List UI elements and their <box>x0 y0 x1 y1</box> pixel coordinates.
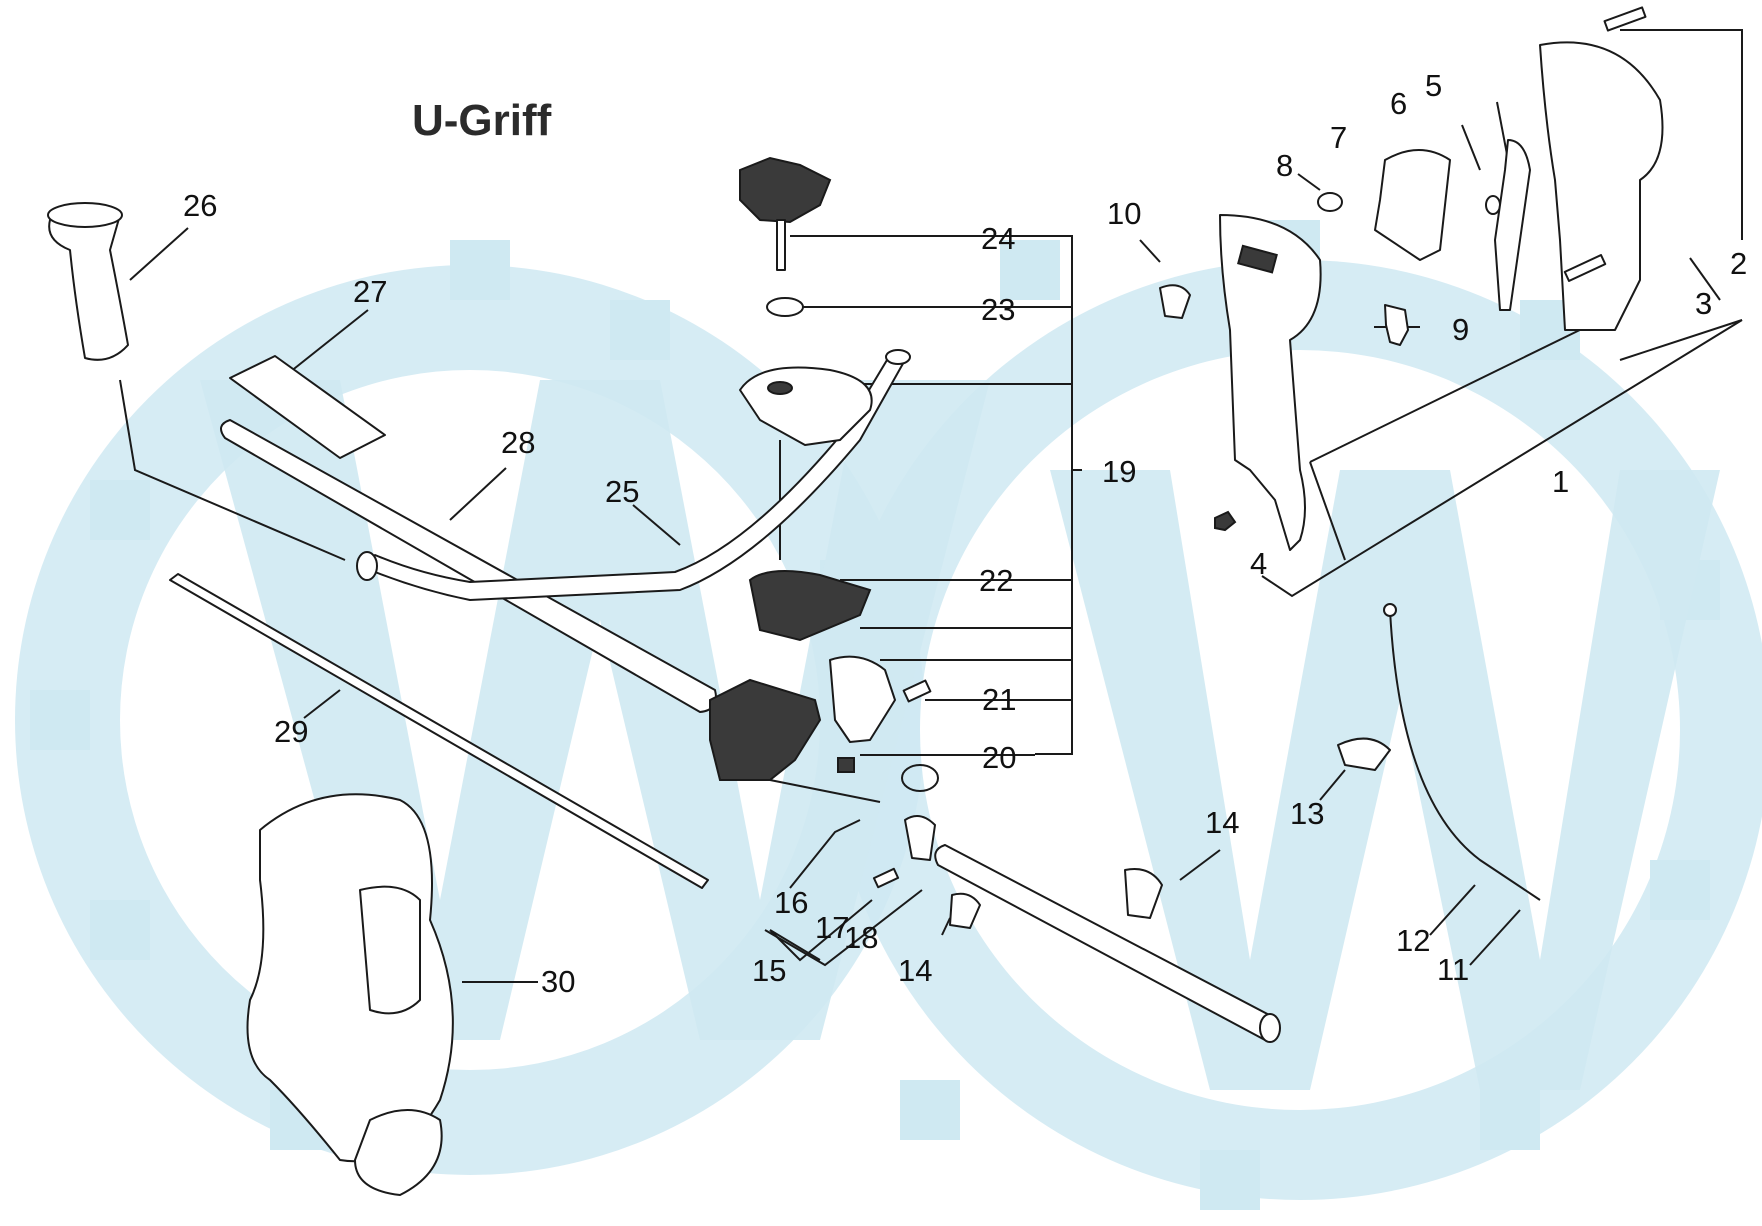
part-label-5: 5 <box>1425 68 1443 103</box>
part-10-cap <box>1159 284 1191 319</box>
part-4-nut <box>1214 510 1237 532</box>
part-label-21: 21 <box>982 682 1017 717</box>
part-20-nut <box>837 757 855 773</box>
part-8-ring <box>1317 192 1343 212</box>
part-12-cable <box>1383 603 1541 901</box>
part-clamp-top <box>739 366 873 446</box>
part-label-6: 6 <box>1390 86 1408 121</box>
part-label-30: 30 <box>541 964 576 999</box>
part-label-7: 7 <box>1330 120 1348 155</box>
part-14-clip-left <box>949 892 981 929</box>
part-22-clamp <box>748 570 872 642</box>
part-23-washer <box>766 297 804 317</box>
part-18-clamp <box>904 815 936 861</box>
part-label-1: 1 <box>1552 464 1570 499</box>
part-7-lever <box>1374 149 1451 261</box>
part-label-3: 3 <box>1695 286 1713 321</box>
part-main-tube <box>934 844 1281 1043</box>
part-label-19: 19 <box>1102 454 1137 489</box>
part-label-22: 22 <box>979 563 1014 598</box>
watermark-logo <box>15 220 1762 1210</box>
part-5-trigger <box>1494 139 1531 311</box>
part-label-25: 25 <box>605 474 640 509</box>
part-label-4: 4 <box>1250 546 1268 581</box>
part-label-12: 12 <box>1396 923 1431 958</box>
part-27-label <box>229 355 386 459</box>
part-label-24: 24 <box>981 221 1016 256</box>
part-2-screw <box>1603 6 1647 32</box>
part-3-screw <box>1563 254 1607 282</box>
part-14-clip-right <box>1124 868 1163 919</box>
part-label-16: 16 <box>774 885 809 920</box>
part-handle-body <box>1219 214 1322 551</box>
part-label-18: 18 <box>844 920 879 955</box>
part-26-grip <box>47 202 129 361</box>
part-25-handlebar <box>356 349 911 601</box>
part-21-screw <box>902 679 932 703</box>
part-label-29: 29 <box>274 714 309 749</box>
part-24-knob <box>739 156 832 271</box>
part-label-15: 15 <box>752 953 787 988</box>
part-label-14-left: 14 <box>898 953 933 988</box>
part-label-14-right: 14 <box>1205 805 1240 840</box>
part-label-20: 20 <box>982 740 1017 775</box>
part-label-9: 9 <box>1452 312 1470 347</box>
part-housing-right <box>1539 41 1664 331</box>
part-label-11: 11 <box>1437 952 1470 987</box>
part-label-2: 2 <box>1730 246 1748 281</box>
part-9-switch <box>1384 304 1409 346</box>
part-label-8: 8 <box>1276 148 1294 183</box>
part-lower-block <box>709 678 822 781</box>
part-17-screw <box>872 867 900 889</box>
part-13-clip <box>1337 737 1391 771</box>
part-16-ring <box>901 764 939 792</box>
part-label-28: 28 <box>501 425 536 460</box>
part-30-harness <box>246 793 454 1196</box>
part-clamp-half <box>829 655 896 743</box>
part-label-10: 10 <box>1107 196 1142 231</box>
part-label-23: 23 <box>981 292 1016 327</box>
part-label-26: 26 <box>183 188 218 223</box>
part-29-shaft <box>169 573 709 889</box>
part-label-13: 13 <box>1290 796 1325 831</box>
diagram-title: U-Griff <box>412 96 552 145</box>
part-label-17: 17 <box>815 910 850 945</box>
leader-lines <box>119 29 1743 983</box>
part-6-spring <box>1485 195 1501 215</box>
part-label-27: 27 <box>353 274 388 309</box>
